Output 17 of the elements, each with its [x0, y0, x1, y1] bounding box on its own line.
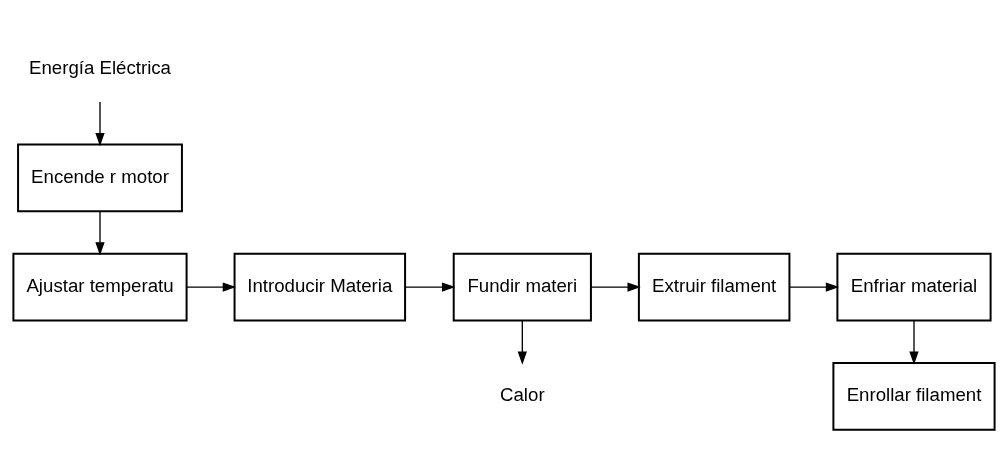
node-box: Ajustar temperatu	[12, 252, 188, 322]
node-box: Enfriar material	[836, 252, 992, 322]
node-box: Enrollar filament	[832, 362, 996, 431]
node-box: Encende r motor	[17, 143, 183, 213]
node-box: Extruir filament	[637, 252, 791, 322]
arrow	[95, 210, 105, 256]
arrow	[590, 282, 641, 292]
node-text: Energía Eléctrica	[29, 56, 171, 78]
arrow	[788, 282, 840, 292]
arrow	[186, 282, 237, 292]
arrow	[95, 101, 105, 147]
arrow	[909, 319, 919, 365]
node-box: Introducir Materia	[233, 252, 407, 322]
node-box: Fundir materi	[452, 252, 592, 322]
node-text: Calor	[500, 384, 545, 406]
arrow	[517, 319, 527, 365]
arrow	[404, 282, 456, 292]
